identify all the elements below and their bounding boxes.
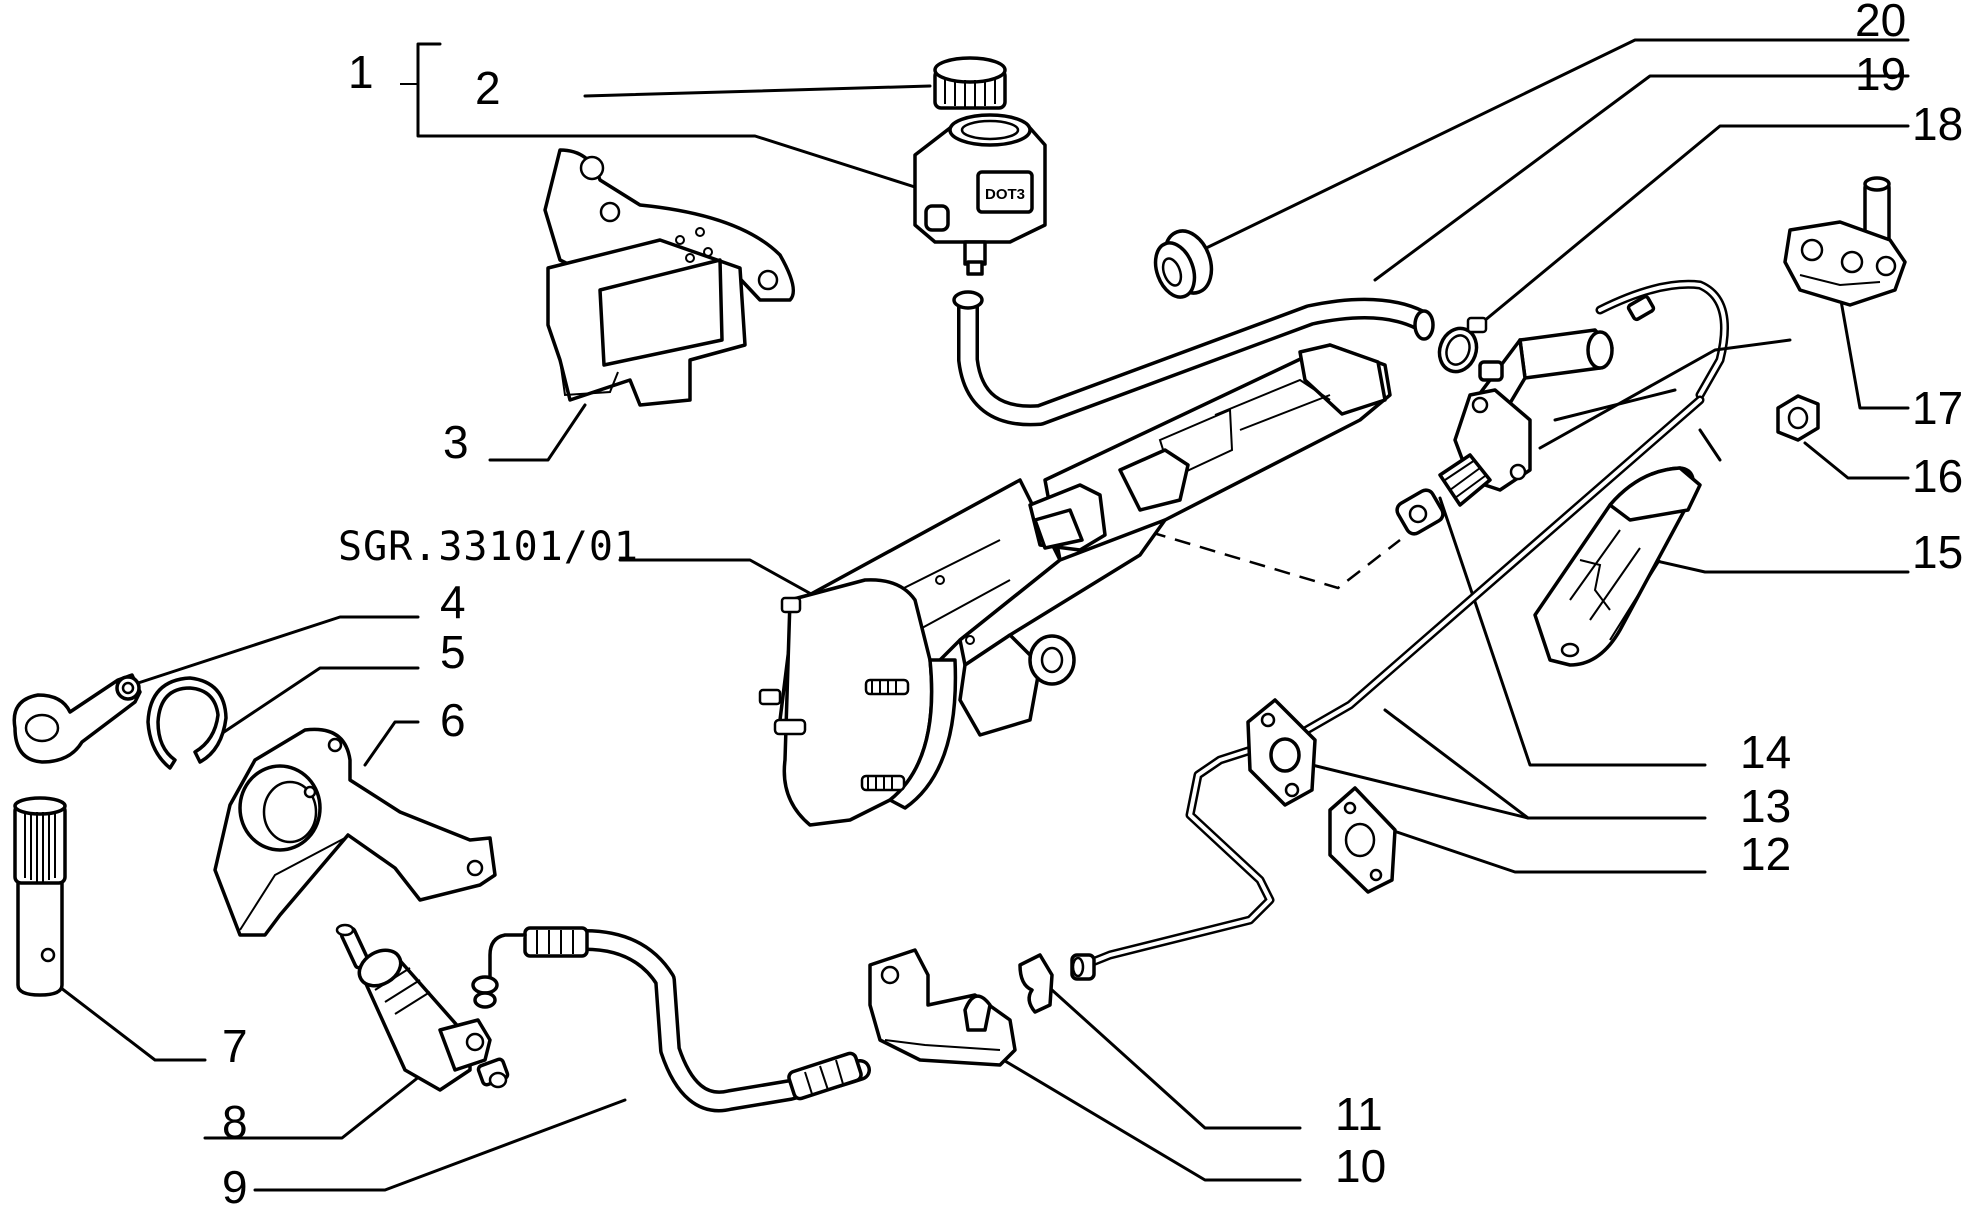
drawing-reference: SGR.33101/01 [338,524,639,570]
heat-shield-cover [1533,466,1702,667]
callout-20: 20 [1855,0,1906,46]
hose-clip [1437,316,1488,374]
circlip [146,676,228,770]
callout-15: 15 [1912,526,1963,578]
flange-gasket [1328,786,1397,894]
reservoir-marking: DOT3 [985,186,1025,203]
callout-6: 6 [440,694,466,746]
callout-10: 10 [1335,1140,1386,1192]
callout-3: 3 [443,416,469,468]
callout-7: 7 [222,1020,248,1072]
clutch-master-cylinder [1395,279,1729,536]
callout-14: 14 [1740,726,1791,778]
fluid-reservoir: DOT3 [913,113,1047,276]
hex-nut [1776,394,1820,442]
callout-2: 2 [475,62,501,114]
callout-18: 18 [1912,98,1963,150]
callout-11: 11 [1335,1088,1383,1140]
grommet [1153,229,1214,299]
callout-5: 5 [440,626,466,678]
callout-19: 19 [1855,48,1906,100]
callout-12: 12 [1740,828,1791,880]
pedal-box-bracket [543,148,796,407]
callout-13: 13 [1740,780,1791,832]
reservoir-feed-hose [952,290,1435,427]
reservoir-cap [933,56,1007,110]
pipe-union [1783,176,1907,307]
pedal-housing-assembly [758,343,1392,827]
mounting-studs [758,596,910,792]
callout-4: 4 [440,576,466,628]
release-shaft [13,796,67,997]
callout-1: 1 [348,46,374,98]
clutch-slave-cylinder [335,923,510,1092]
release-fork-bracket [213,727,497,937]
hose-support-bracket [868,948,1017,1067]
pipe-clip [1018,953,1054,1014]
callout-16: 16 [1912,450,1963,502]
release-lever [12,673,142,764]
callout-17: 17 [1912,382,1963,434]
callout-labels: 1 2 3 4 5 6 7 8 9 10 11 12 13 14 15 16 1… [222,0,1963,1208]
divider-lines [1538,338,1792,462]
callout-8: 8 [222,1096,248,1148]
flexible-clutch-hose [471,926,871,1113]
pipe-flange [1246,698,1317,807]
callout-9: 9 [222,1161,248,1208]
rigid-clutch-pipe [1070,395,1705,981]
